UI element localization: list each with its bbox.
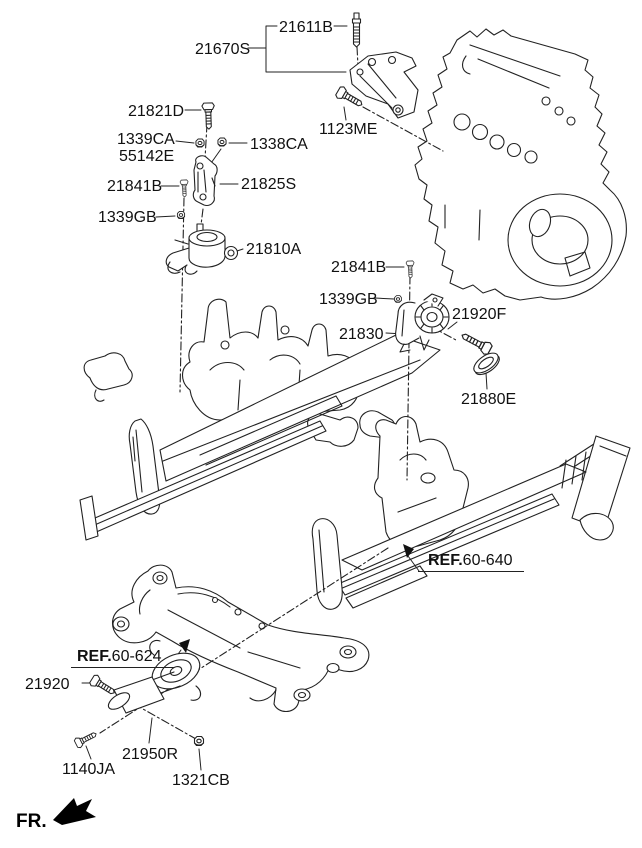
part-label-1123me: 1123ME <box>319 121 378 138</box>
part-label-21810a: 21810A <box>246 241 302 258</box>
part-label-55142e: 55142E <box>119 148 175 165</box>
part-label-21841b-right: 21841B <box>331 259 387 276</box>
part-label-21920: 21920 <box>25 676 70 693</box>
washer-plate-21880e <box>473 352 500 376</box>
part-label-1140ja: 1140JA <box>62 761 116 778</box>
nut-1321cb-icon <box>193 735 205 747</box>
engine-mount-21810a <box>165 223 239 275</box>
bolt-21841b-left-icon <box>179 179 189 198</box>
part-label-1321cb: 1321CB <box>172 772 230 789</box>
part-label-21841b-left: 21841B <box>107 178 163 195</box>
ref-prefix: REF. <box>77 648 112 665</box>
bracket-21825s <box>192 155 218 206</box>
bolt-21841b-right-icon <box>405 260 415 279</box>
part-label-1339ca: 1339CA <box>117 131 175 148</box>
part-label-21821d: 21821D <box>128 103 185 120</box>
roll-rod-mount-21950r <box>107 639 202 714</box>
ref-number: 60-624 <box>111 648 162 665</box>
stud-21611b-icon <box>351 12 362 48</box>
nut-1339ca-icon <box>195 138 205 148</box>
right-frame-member <box>311 415 631 610</box>
part-label-1339gb-right: 1339GB <box>319 291 378 308</box>
part-label-1339gb-left: 1339GB <box>98 209 157 226</box>
part-label-21611b: 21611B <box>279 19 333 36</box>
leader-lines <box>81 25 488 771</box>
part-label-1338ca: 1338CA <box>250 136 308 153</box>
part-label-21830: 21830 <box>339 326 384 343</box>
front-direction-label: FR. <box>16 811 47 832</box>
part-label-21950r: 21950R <box>122 746 179 763</box>
bracket-21670s <box>349 51 419 119</box>
ref-number: 60-640 <box>462 552 513 569</box>
part-label-21825s: 21825S <box>241 176 297 193</box>
front-direction-arrow-icon <box>53 798 96 825</box>
part-label-21880e: 21880E <box>461 391 517 408</box>
part-label-21920f: 21920F <box>452 306 507 323</box>
crossmember <box>111 564 370 713</box>
transaxle-mount-21830 <box>395 293 450 353</box>
ref-label-60-624: REF.60-624 <box>71 648 174 668</box>
ref-prefix: REF. <box>428 552 463 569</box>
ref-label-60-640: REF.60-640 <box>418 552 524 572</box>
part-label-21670s: 21670S <box>195 41 251 58</box>
bolt-21920-icon <box>88 673 118 699</box>
engine-outline <box>414 28 627 301</box>
nut-1339gb-right-icon <box>394 295 402 303</box>
bolt-21920f-icon <box>458 328 494 357</box>
left-frame-member <box>79 298 441 541</box>
ref-leader-arrowheads <box>179 544 414 653</box>
nut-1339gb-left-icon <box>176 210 186 220</box>
nut-1338ca-icon <box>217 137 227 147</box>
bolt-21821d-icon <box>201 102 216 130</box>
